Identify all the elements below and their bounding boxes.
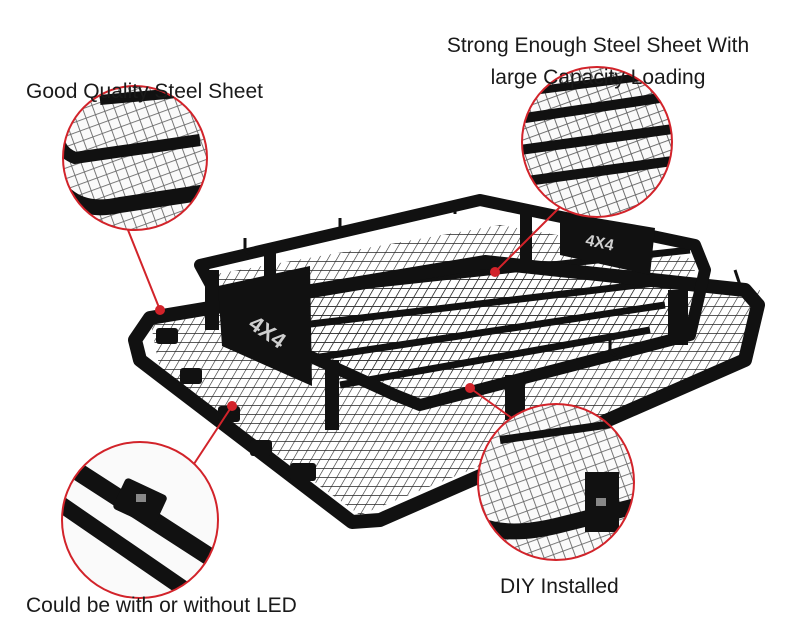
zoom-circle-quality	[62, 85, 208, 231]
mount-brackets	[156, 328, 316, 481]
badge-4x4-right: 4X4	[584, 232, 615, 255]
rack-body: 4X4 4X4	[128, 194, 765, 529]
callout-label-strong-line2: large Capacity Loading	[490, 66, 706, 89]
side-plate-left	[218, 266, 312, 386]
hooks	[243, 200, 742, 358]
callout-label-diy: DIY Installed	[500, 575, 619, 598]
callout-connectors	[127, 206, 561, 471]
side-posts	[205, 210, 688, 430]
callout-label-quality: Good Quality Steel Sheet	[26, 80, 263, 103]
zoom-circle-diy	[477, 403, 635, 561]
side-plate-right	[560, 212, 655, 275]
zoom-circle-strong	[521, 66, 673, 218]
zoom-circle-led	[61, 441, 219, 599]
callout-label-led: Could be with or without LED	[26, 594, 297, 617]
callout-label-strong: Strong Enough Steel Sheet With large Cap…	[410, 30, 786, 94]
callout-label-strong-line1: Strong Enough Steel Sheet With	[446, 34, 750, 57]
